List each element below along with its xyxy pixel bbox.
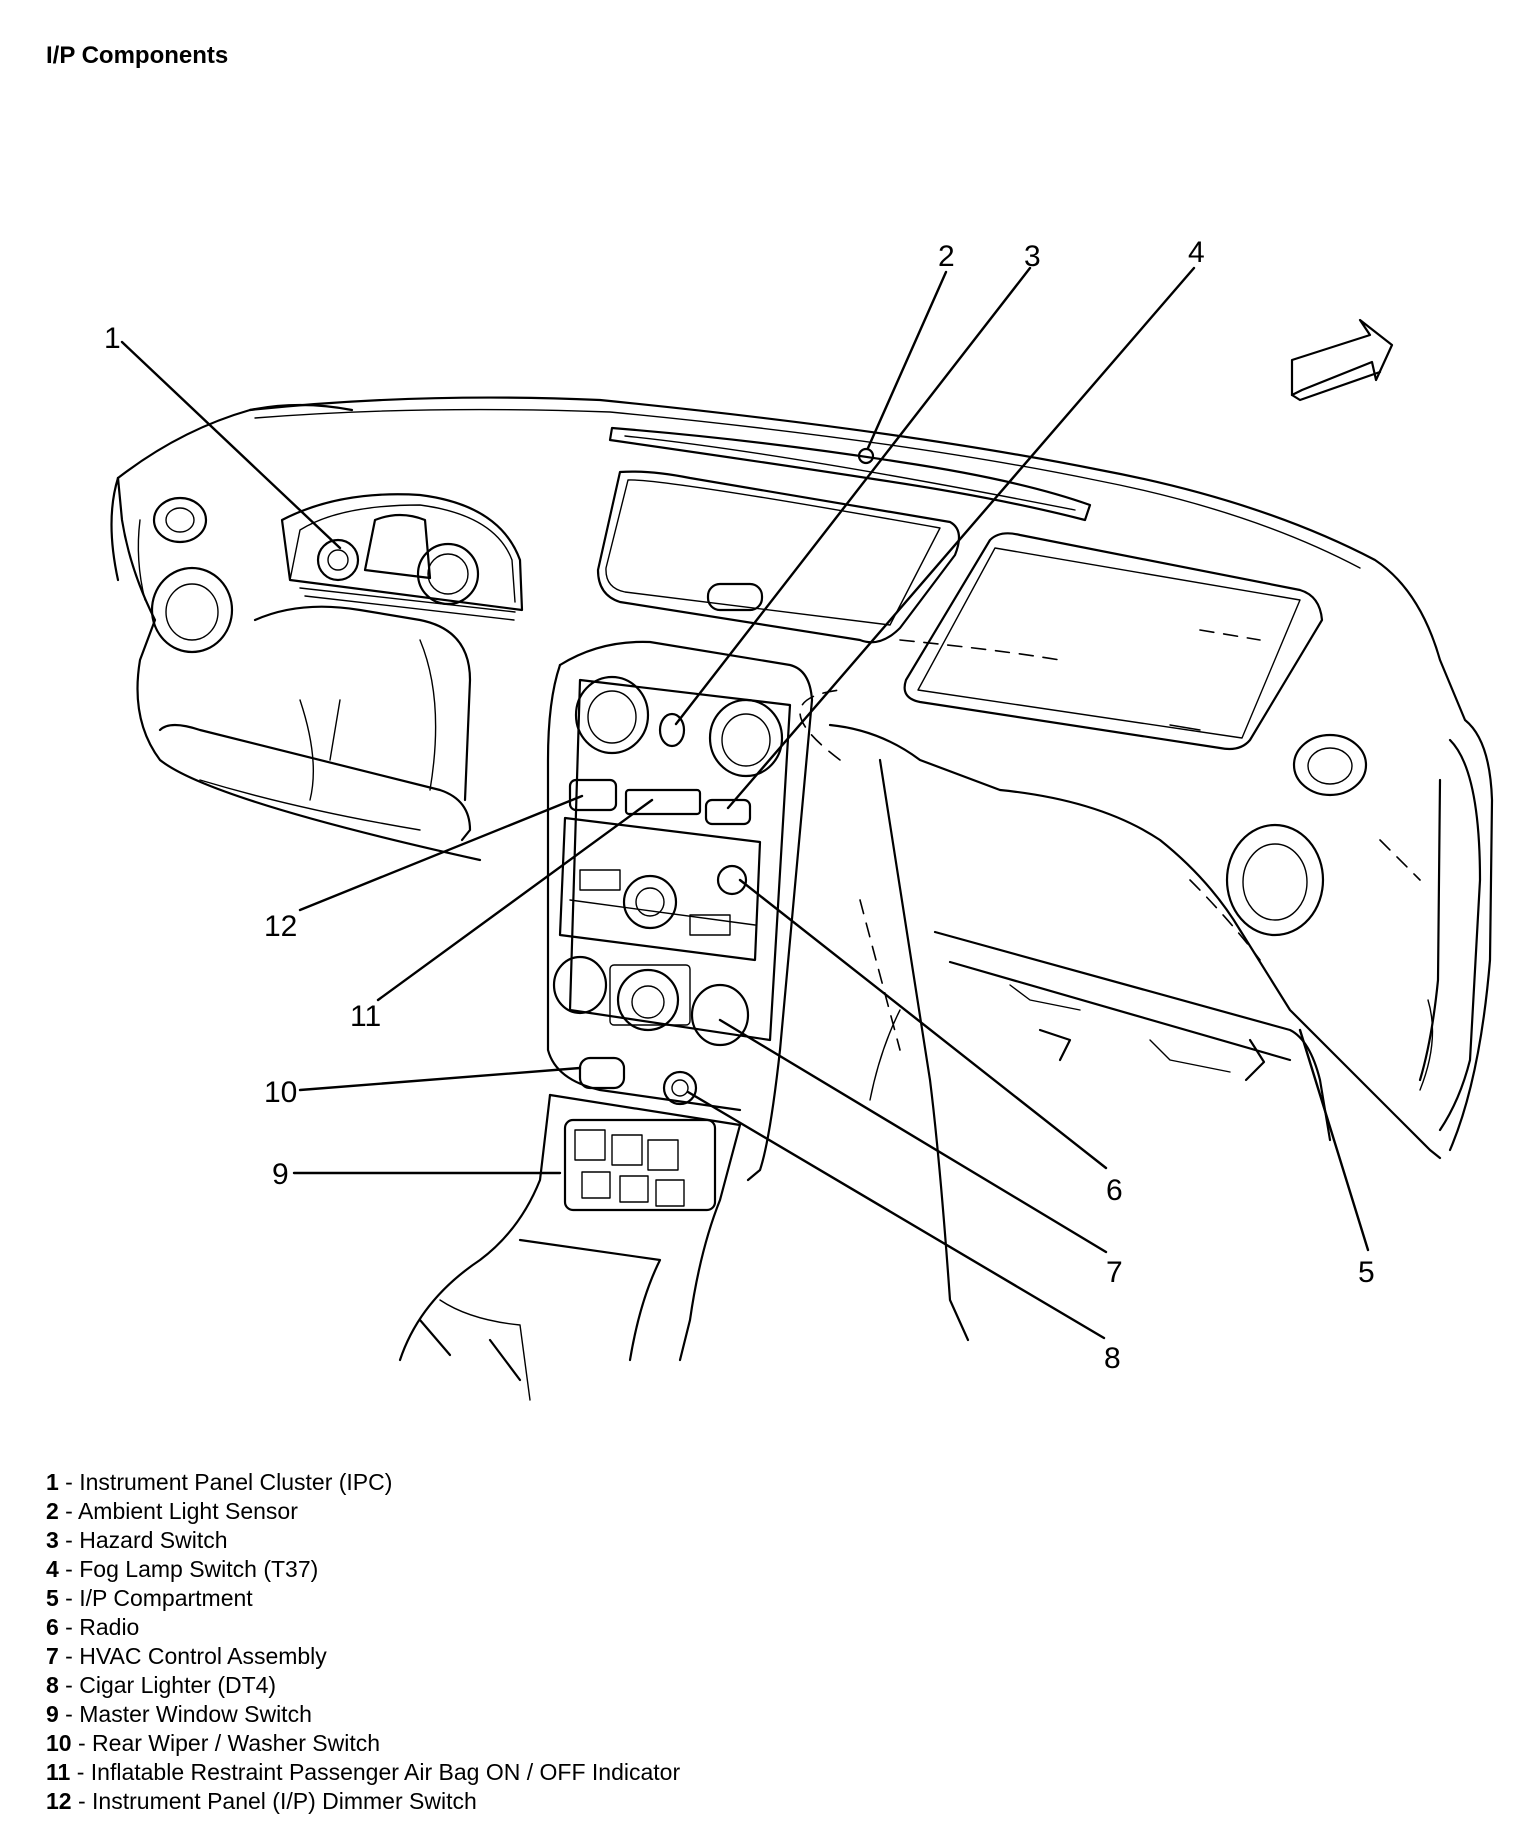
callout-11: 11 xyxy=(350,1000,381,1033)
page-title: I/P Components xyxy=(46,42,229,69)
legend-number: 10 xyxy=(46,1730,72,1756)
legend-item: 10 - Rear Wiper / Washer Switch xyxy=(46,1729,680,1758)
callout-6: 6 xyxy=(1106,1174,1123,1207)
legend-label: I/P Compartment xyxy=(79,1585,253,1611)
callout-3: 3 xyxy=(1024,240,1041,273)
legend-label: Hazard Switch xyxy=(79,1527,228,1553)
legend-number: 2 xyxy=(46,1498,59,1524)
legend-separator: - xyxy=(58,1672,80,1698)
legend-separator: - xyxy=(71,1730,93,1756)
legend-label: Instrument Panel Cluster (IPC) xyxy=(79,1469,393,1495)
legend-separator: - xyxy=(58,1614,80,1640)
passenger-airbag-panel xyxy=(903,532,1324,751)
callout-5: 5 xyxy=(1358,1256,1375,1289)
legend-separator: - xyxy=(70,1759,91,1785)
legend-number: 6 xyxy=(46,1614,59,1640)
legend-label: Ambient Light Sensor xyxy=(77,1498,298,1524)
callout-9: 9 xyxy=(272,1158,289,1191)
legend-label: Fog Lamp Switch (T37) xyxy=(79,1556,319,1582)
legend-number: 5 xyxy=(46,1585,59,1611)
legend-label: Master Window Switch xyxy=(79,1701,312,1727)
callout-numbers: 1 2 3 4 5 6 7 8 9 10 11 12 xyxy=(104,236,1375,1375)
legend-separator: - xyxy=(58,1498,78,1524)
legend-separator: - xyxy=(58,1643,80,1669)
ip-components-diagram: 1 2 3 4 5 6 7 8 9 10 11 12 xyxy=(104,236,1494,1401)
callout-4: 4 xyxy=(1188,236,1205,269)
legend-label: HVAC Control Assembly xyxy=(79,1643,327,1669)
legend-item: 4 - Fog Lamp Switch (T37) xyxy=(46,1555,680,1584)
legend-label: Cigar Lighter (DT4) xyxy=(79,1672,277,1698)
legend-number: 11 xyxy=(46,1759,71,1785)
defroster-vent xyxy=(608,426,1092,522)
dashboard-outline xyxy=(110,396,1494,1342)
legend-number: 3 xyxy=(46,1527,59,1553)
callout-7: 7 xyxy=(1106,1256,1123,1289)
forward-arrow-icon xyxy=(1290,318,1394,402)
legend-label: Instrument Panel (I/P) Dimmer Switch xyxy=(92,1788,477,1814)
instrument-cluster xyxy=(280,493,524,621)
left-vents xyxy=(150,496,234,654)
legend-separator: - xyxy=(58,1556,80,1582)
legend-separator: - xyxy=(71,1788,93,1814)
center-stack xyxy=(546,640,814,1182)
legend-separator: - xyxy=(58,1527,80,1553)
legend-item: 3 - Hazard Switch xyxy=(46,1526,680,1555)
component-legend: 1 - Instrument Panel Cluster (IPC) 2 - A… xyxy=(46,1468,680,1816)
center-console xyxy=(398,1093,742,1401)
leader-lines xyxy=(120,266,1370,1340)
right-door-trim xyxy=(1418,738,1482,1132)
callout-10: 10 xyxy=(264,1076,297,1109)
legend-label: Inflatable Restraint Passenger Air Bag O… xyxy=(90,1759,681,1785)
center-top-panel xyxy=(596,470,961,644)
legend-separator: - xyxy=(58,1469,80,1495)
legend-item: 1 - Instrument Panel Cluster (IPC) xyxy=(46,1468,680,1497)
legend-separator: - xyxy=(58,1701,80,1727)
ip-compartment xyxy=(933,930,1332,1142)
callout-1: 1 xyxy=(104,322,121,355)
callout-2: 2 xyxy=(938,240,955,273)
legend-number: 9 xyxy=(46,1701,59,1727)
legend-label: Rear Wiper / Washer Switch xyxy=(92,1730,381,1756)
legend-item: 8 - Cigar Lighter (DT4) xyxy=(46,1671,680,1700)
legend-item: 9 - Master Window Switch xyxy=(46,1700,680,1729)
right-vents xyxy=(1225,733,1368,937)
legend-item: 12 - Instrument Panel (I/P) Dimmer Switc… xyxy=(46,1787,680,1816)
callout-12: 12 xyxy=(264,910,297,943)
legend-label: Radio xyxy=(79,1614,140,1640)
legend-item: 2 - Ambient Light Sensor xyxy=(46,1497,680,1526)
legend-number: 12 xyxy=(46,1788,72,1814)
legend-number: 1 xyxy=(46,1469,59,1495)
legend-separator: - xyxy=(58,1585,80,1611)
legend-item: 5 - I/P Compartment xyxy=(46,1584,680,1613)
legend-item: 6 - Radio xyxy=(46,1613,680,1642)
callout-8: 8 xyxy=(1104,1342,1121,1375)
legend-number: 7 xyxy=(46,1643,59,1669)
legend-number: 4 xyxy=(46,1556,59,1582)
legend-item: 7 - HVAC Control Assembly xyxy=(46,1642,680,1671)
legend-item: 11 - Inflatable Restraint Passenger Air … xyxy=(46,1758,680,1787)
legend-number: 8 xyxy=(46,1672,59,1698)
